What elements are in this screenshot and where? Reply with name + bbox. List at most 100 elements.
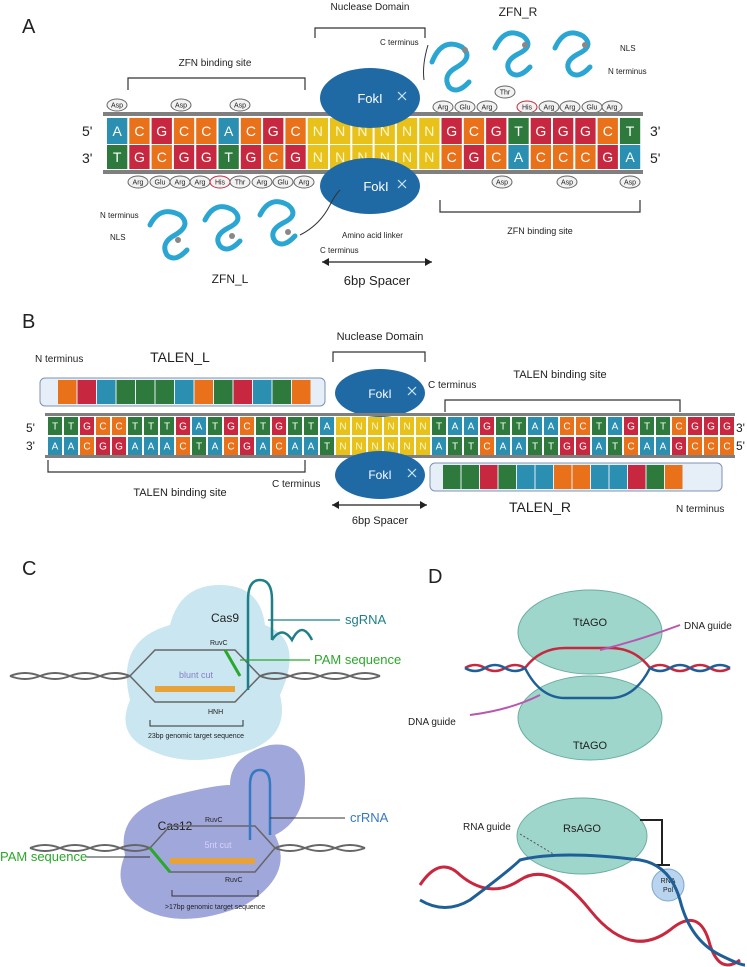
foki-bottom-label: FokI: [363, 179, 388, 194]
b-top-base-31: [544, 417, 558, 435]
a-bot-base-13: [396, 145, 418, 169]
b-top-base-8: [176, 417, 190, 435]
a-top-left-residue-label-1: Asp: [175, 103, 187, 110]
b-top-base-15: [288, 417, 302, 435]
b-top-base-28: [496, 417, 510, 435]
a-bot-base-letter-2: C: [157, 149, 167, 165]
b-bot-base-letter-10: A: [212, 442, 219, 453]
a-top-left-residue-label-2: Asp: [234, 103, 246, 110]
a-top-base-19: [530, 118, 551, 144]
b-top-base-letter-21: N: [387, 422, 394, 433]
a-top-base-letter-6: C: [246, 123, 256, 139]
b-bot-base-letter-36: C: [627, 442, 634, 453]
dna-red-d1: [464, 646, 731, 673]
a-bot-base-letter-5: T: [224, 149, 233, 165]
a-bot-left-residue-label-5: Thr: [235, 180, 246, 187]
b-top-base-letter-23: N: [419, 422, 426, 433]
talen-l-repeats: [58, 380, 311, 404]
b-top-base-38: [656, 417, 670, 435]
a-bot-base-4: [196, 145, 217, 169]
pam-label-c12: PAM sequence: [0, 849, 87, 864]
talen-l-repeat-7: [194, 380, 213, 404]
b-bot-base-6: [144, 437, 158, 455]
a-top-base-letter-0: A: [112, 123, 122, 139]
b-top-base-letter-24: T: [436, 422, 442, 433]
a-bot-base-22: [597, 145, 618, 169]
a-top-base-letter-1: C: [134, 123, 144, 139]
b-bot-base-31: [544, 437, 558, 455]
a-top-base-letter-22: C: [603, 123, 613, 139]
b-top-base-letter-38: T: [660, 422, 666, 433]
a-bot-base-6: [240, 145, 262, 169]
n-terminus-right: N terminus: [608, 67, 647, 76]
b-top-base-11: [224, 417, 238, 435]
b-top-base-2: [80, 417, 94, 435]
b-bot-base-letter-9: T: [196, 442, 202, 453]
rna-guide-label: RNA guide: [463, 822, 511, 833]
a-bot-base-20: [553, 145, 574, 169]
a-top-base-letter-20: G: [558, 123, 569, 139]
rna-guide-pointer: [519, 833, 556, 856]
panel-letter-a: A: [22, 16, 36, 38]
a-top-base-letter-8: C: [290, 123, 300, 139]
a-bot-base-5: [218, 145, 239, 169]
a-bot-base-21: [575, 145, 596, 169]
talen-l-repeat-4: [136, 380, 155, 404]
b-top-base-letter-2: G: [83, 422, 91, 433]
a-bot-base-letter-16: G: [469, 149, 480, 165]
a-bot-right-residue-label-1: Asp: [561, 180, 573, 187]
b-top-base-13: [256, 417, 270, 435]
b-top-base-letter-17: A: [324, 422, 331, 433]
a-bot-base-letter-1: G: [134, 149, 145, 165]
foki-bottom-label-b: FokI: [368, 468, 391, 482]
talen-binding-bracket-top: [444, 399, 681, 412]
zfn-r-protein: [429, 30, 593, 93]
b-top-base-0: [48, 417, 62, 435]
b-top-base-33: [576, 417, 590, 435]
a-bot-base-16: [463, 145, 485, 169]
b-top-base-35: [608, 417, 622, 435]
a-3prime-bottom: 3': [82, 150, 92, 166]
b-bot-base-15: [288, 437, 302, 455]
a-top-base-3: [173, 118, 195, 144]
a-top-base-10: [330, 118, 351, 144]
helix-left-c12b: [29, 844, 151, 852]
blunt-cut-label: blunt cut: [179, 670, 214, 680]
a-bot-left-residue-8: [293, 175, 315, 189]
helix-left-c9b: [9, 672, 131, 680]
b-top-base-1: [64, 417, 78, 435]
b-bot-base-letter-11: C: [227, 442, 234, 453]
talen-r-repeat-0: [443, 465, 461, 489]
b-top-base-letter-1: T: [68, 422, 74, 433]
b-top-base-24: [432, 417, 446, 435]
a-bot-base-0: [107, 145, 128, 169]
foki-top-label: FokI: [357, 91, 382, 106]
b-top-base-4: [112, 417, 126, 435]
a-bot-left-residue-5: [229, 175, 251, 189]
a-bot-base-3: [173, 145, 195, 169]
c-terminus-bottom: C terminus: [320, 246, 359, 255]
b-top-base-letter-40: G: [691, 422, 699, 433]
foki-bottom-b: [335, 451, 425, 499]
b-top-base-25: [448, 417, 462, 435]
a-top-base-letter-2: G: [156, 123, 167, 139]
talen-l-repeat-2: [97, 380, 116, 404]
b-top-base-letter-22: N: [403, 422, 410, 433]
a-top-base-letter-11: N: [357, 123, 367, 139]
b-top-base-letter-16: T: [308, 422, 314, 433]
a-bot-right-residue-0: [491, 175, 513, 189]
b-bot-base-18: [336, 437, 350, 455]
b-bot-base-28: [496, 437, 510, 455]
a-bot-base-letter-20: C: [558, 149, 568, 165]
b-bot-base-letter-20: N: [371, 442, 378, 453]
pam-mark-c9: [223, 649, 242, 677]
b-top-base-16: [304, 417, 318, 435]
cut-5nt-label: 5nt cut: [204, 840, 232, 850]
a-bot-base-letter-17: C: [491, 149, 501, 165]
b-top-base-29: [512, 417, 526, 435]
a-top-base-20: [553, 118, 574, 144]
a-bot-left-residue-label-4: His: [215, 180, 226, 187]
